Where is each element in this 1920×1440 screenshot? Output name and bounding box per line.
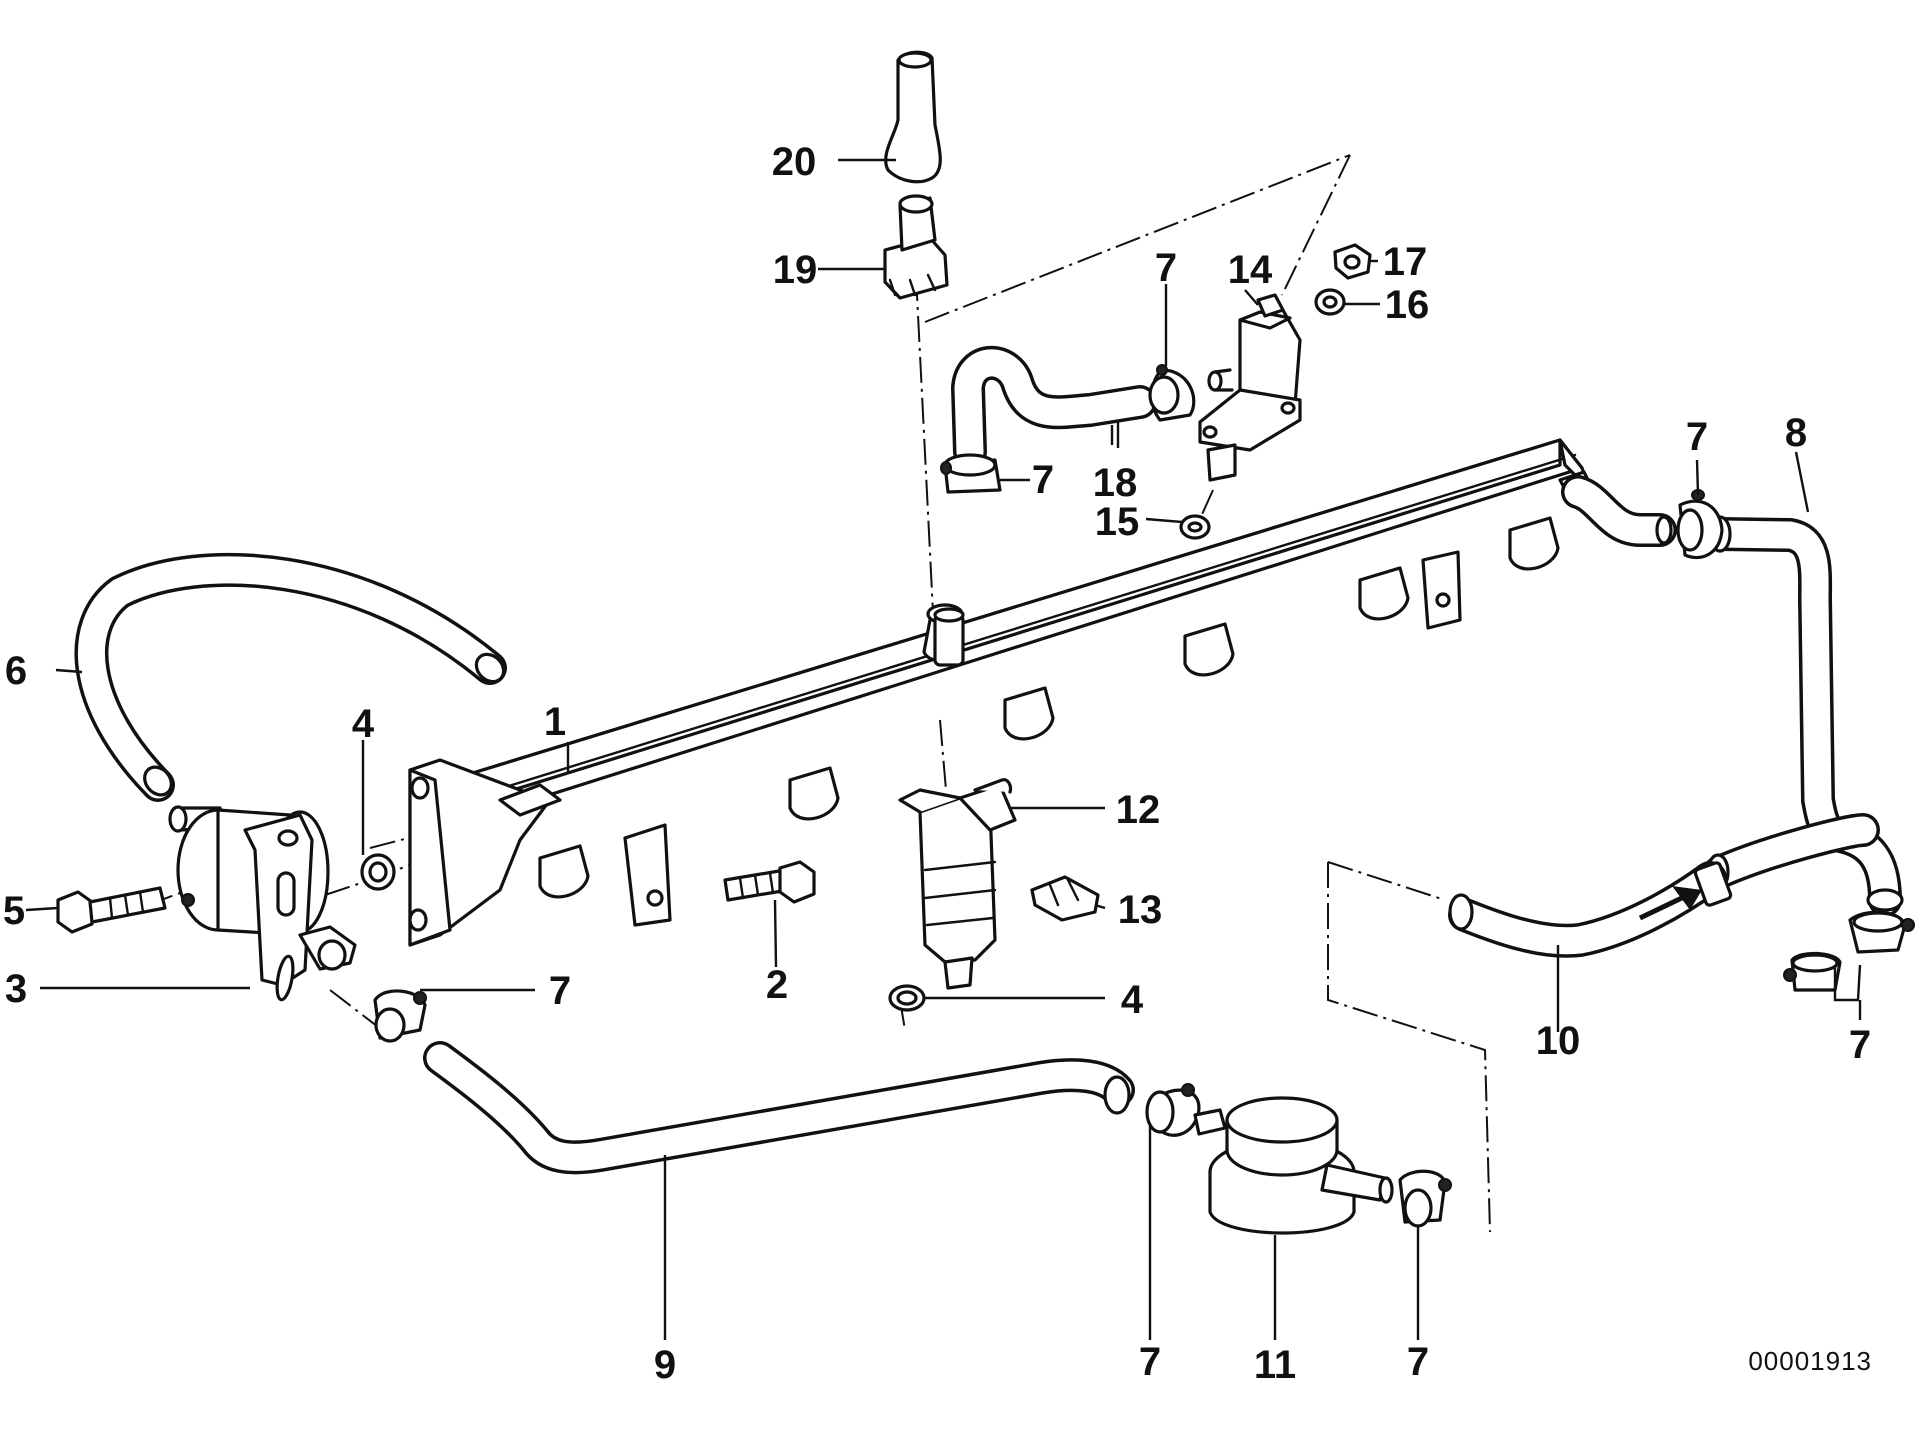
- clamp-7-e: [1783, 951, 1842, 992]
- bolt-2: [723, 860, 816, 904]
- callout-8: 8: [1785, 411, 1807, 455]
- callout-12: 12: [1116, 788, 1161, 832]
- clip-13: [1030, 875, 1100, 922]
- rail-top-fitting: [933, 607, 965, 667]
- callout-7-lower-right: 7: [1849, 1023, 1871, 1067]
- callout-7-left: 7: [549, 969, 571, 1013]
- rail-outlet-hose: [1561, 475, 1677, 547]
- nut-17: [1333, 243, 1372, 280]
- callout-17: 17: [1383, 240, 1428, 284]
- hose-9: [423, 1041, 1135, 1175]
- callout-4-left: 4: [352, 702, 375, 746]
- callout-9: 9: [654, 1343, 676, 1387]
- callout-6: 6: [5, 649, 27, 693]
- clamp-7-g: [1398, 1169, 1452, 1228]
- callout-20: 20: [772, 140, 817, 184]
- clamp-7-f: [373, 989, 427, 1043]
- clamp-7-a: [940, 453, 1002, 494]
- vacuum-hose-6: [74, 552, 507, 802]
- callout-3: 3: [5, 967, 27, 1011]
- callouts: 1 2 3 4 4 5 6 7 7 7 7 7 7 7 8 9 10 11 12…: [3, 140, 1871, 1387]
- washer-15: [1179, 514, 1211, 540]
- callout-15: 15: [1095, 500, 1140, 544]
- callout-7-bottom-right: 7: [1407, 1340, 1429, 1384]
- callout-7-bottom-left: 7: [1139, 1340, 1161, 1384]
- pressure-regulator-3: [168, 805, 357, 1002]
- clamp-7-d: [1848, 910, 1915, 954]
- clamp-7-b: [1148, 364, 1196, 422]
- injector-12: [898, 778, 1017, 990]
- callout-5: 5: [3, 889, 25, 933]
- callout-14: 14: [1228, 248, 1273, 292]
- callout-13: 13: [1118, 888, 1163, 932]
- boot-20: [884, 50, 942, 184]
- callout-1: 1: [544, 700, 566, 744]
- connector-19: [883, 194, 949, 300]
- fuel-rail-1: [408, 438, 1596, 947]
- callout-19: 19: [773, 248, 818, 292]
- damper-11: [1145, 1083, 1394, 1235]
- callout-2: 2: [766, 963, 788, 1007]
- hose-10: [1448, 861, 1733, 958]
- valve-14: [1198, 293, 1302, 482]
- callout-7-hose18-right: 7: [1155, 246, 1177, 290]
- leader-lines: [25, 158, 1862, 1340]
- callout-18: 18: [1093, 461, 1138, 505]
- callout-11: 11: [1254, 1343, 1296, 1387]
- document-number: 00001913: [1748, 1346, 1872, 1376]
- hose-8: [1703, 515, 1904, 917]
- callout-16: 16: [1385, 283, 1430, 327]
- clamp-7-c: [1676, 489, 1724, 560]
- bolt-5: [56, 886, 167, 934]
- callout-10: 10: [1536, 1019, 1581, 1063]
- washer-16: [1314, 288, 1346, 316]
- o-ring-4-bottom: [888, 984, 926, 1012]
- hose-18: [951, 345, 1157, 469]
- callout-4-bottom: 4: [1121, 978, 1144, 1022]
- o-ring-4-left: [360, 853, 396, 891]
- callout-7-upper-right: 7: [1686, 415, 1708, 459]
- callout-7-hose18-left: 7: [1032, 458, 1054, 502]
